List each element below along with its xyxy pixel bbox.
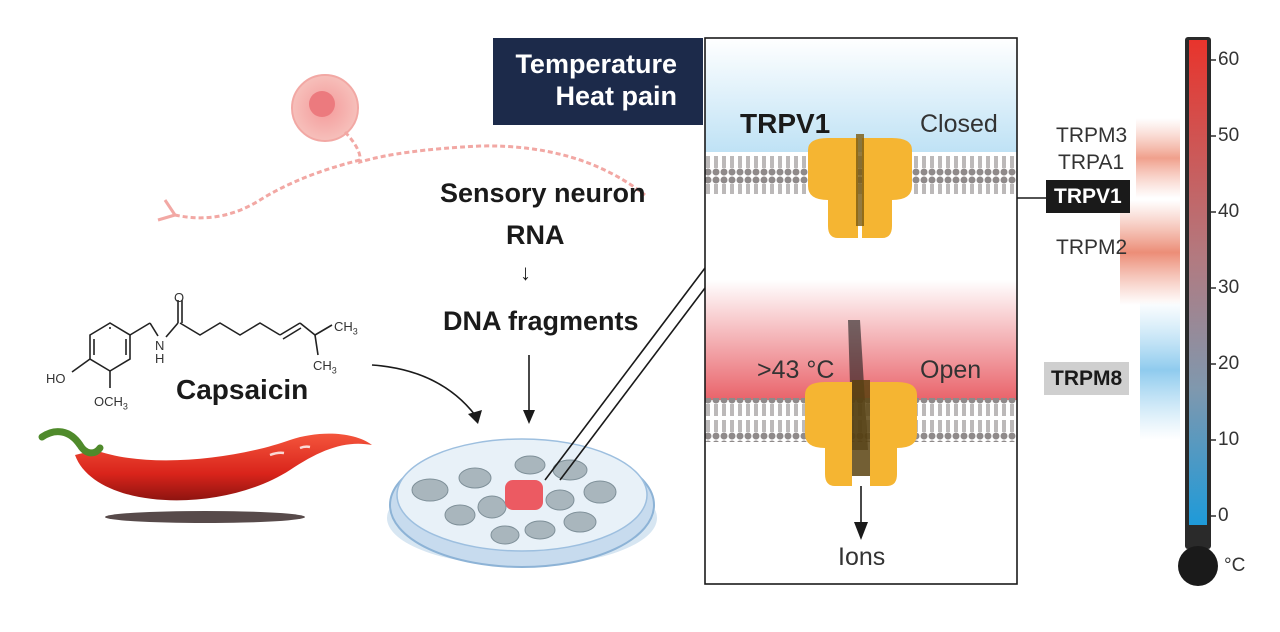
header-line-1: Temperature (515, 49, 677, 79)
tick-label: 30 (1218, 277, 1240, 298)
channel-trpm8-tag: TRPM8 (1044, 362, 1130, 395)
tick-label: 50 (1218, 125, 1240, 146)
chem-methyl-bottom: CH3 (313, 358, 337, 376)
unit-label: °C (1224, 555, 1246, 576)
sensory-neuron-label: Sensory neuron (440, 178, 646, 208)
channel-panel (704, 37, 1018, 585)
tick-label: 40 (1218, 201, 1240, 222)
neuron-illustration (157, 74, 646, 222)
capsaicin-label: Capsaicin (176, 374, 309, 405)
open-label: Open (920, 356, 982, 384)
capsaicin-structure (71, 300, 333, 388)
thermometer (1178, 37, 1218, 586)
petri-dish (387, 438, 657, 568)
threshold-label: >43 °C (757, 356, 835, 384)
header-line-2: Heat pain (555, 81, 677, 112)
chem-nitrogen: N (155, 338, 165, 353)
rna-label: RNA (506, 220, 565, 250)
channel-trpv1-tag: TRPV1 (1046, 180, 1130, 213)
channel-trpa1: TRPA1 (1058, 151, 1125, 174)
chem-methoxy: OCH3 (94, 394, 128, 412)
channel-name: TRPV1 (740, 108, 831, 139)
channel-trpm3: TRPM3 (1056, 124, 1128, 147)
temperature-ranges (1120, 118, 1180, 440)
tick-label: 10 (1218, 429, 1240, 450)
chem-methyl-top: CH3 (334, 319, 358, 337)
chem-hydrogen: H (155, 351, 165, 366)
tick-label: 60 (1218, 49, 1240, 70)
dna-fragments-label: DNA fragments (443, 306, 639, 336)
channel-trpm2: TRPM2 (1056, 236, 1128, 259)
zoom-lines (544, 267, 706, 481)
chili-pepper (38, 428, 372, 523)
tick-label: 20 (1218, 353, 1240, 374)
closed-label: Closed (920, 110, 998, 138)
down-arrow-icon: ↓ (520, 260, 531, 285)
temperature-header: Temperature Heat pain (493, 38, 703, 125)
chem-hydroxyl: HO (46, 371, 66, 386)
chem-oxygen: O (174, 290, 185, 305)
ions-label: Ions (838, 543, 886, 571)
channel-closed (808, 134, 912, 238)
tick-label: 0 (1218, 505, 1229, 526)
flow-arrows (371, 355, 535, 424)
channel-open (805, 320, 917, 540)
